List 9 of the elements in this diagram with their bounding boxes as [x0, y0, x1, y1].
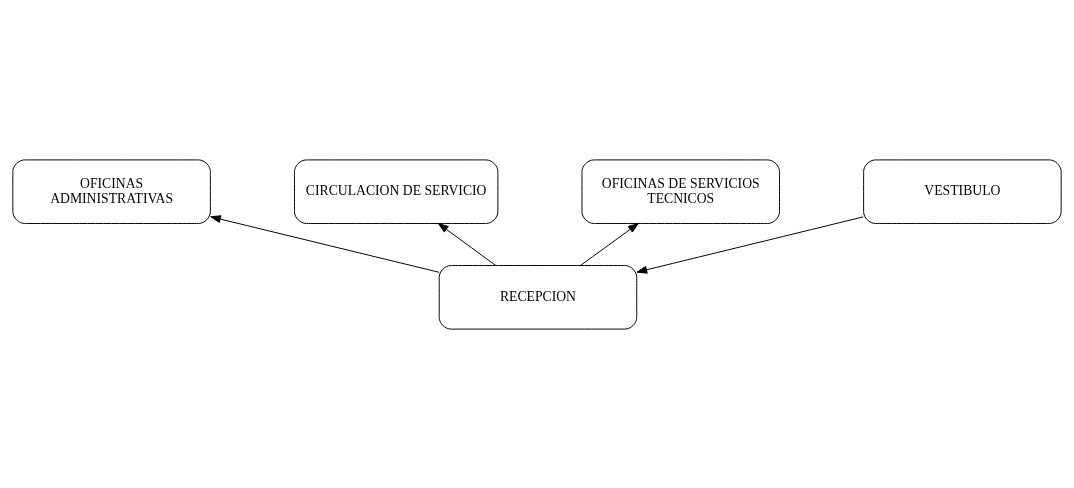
node-box: OFICINAS ADMINISTRATIVAS	[12, 158, 211, 224]
arrow	[210, 214, 440, 273]
arrow	[437, 222, 497, 266]
node-box: CIRCULACION DE SERVICIO	[294, 158, 499, 224]
node-box: VESTIBULO	[863, 158, 1062, 224]
node-box: OFICINAS DE SERVICIOS TECNICOS	[581, 158, 780, 224]
arrow	[579, 222, 639, 266]
arrow	[636, 215, 864, 274]
node-box: RECEPCION	[438, 264, 638, 330]
